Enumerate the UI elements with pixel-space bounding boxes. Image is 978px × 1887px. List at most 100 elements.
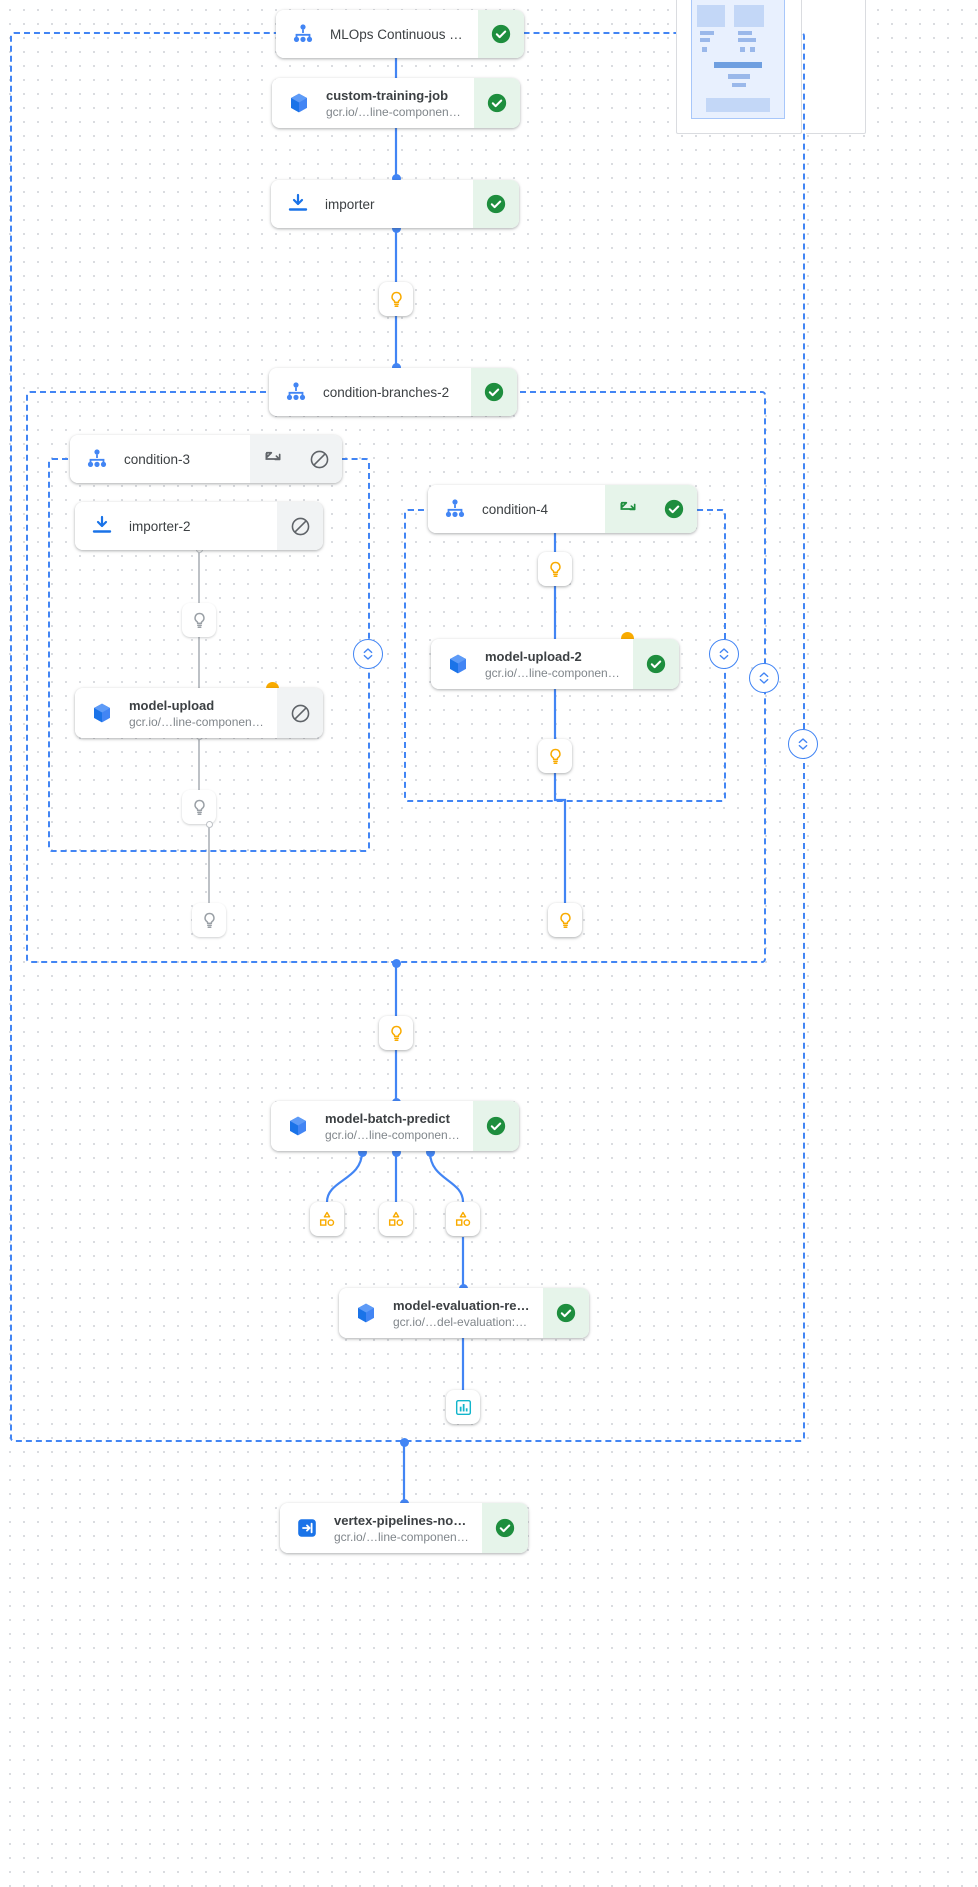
dataset-chip[interactable]: [446, 1202, 480, 1236]
node-title: condition-3: [124, 451, 191, 467]
artifact-chip[interactable]: [538, 552, 572, 586]
node-body[interactable]: importer-2: [75, 502, 277, 550]
node-condition-4[interactable]: condition-4: [428, 485, 697, 533]
node-title: model-upload-2: [485, 648, 582, 664]
minimap-block: [702, 47, 707, 52]
node-subtitle: gcr.io/…line-components:2.6.0: [334, 1529, 470, 1544]
node-body[interactable]: custom-training-job gcr.io/…line-compone…: [272, 78, 474, 128]
node-title: model-batch-predict: [325, 1110, 450, 1126]
node-subtitle: gcr.io/…line-components:2.6.0: [485, 665, 621, 680]
collapse-toggle-condition-3[interactable]: [353, 639, 383, 669]
status-badge-succeeded[interactable]: [543, 1288, 589, 1338]
node-body[interactable]: model-upload-2 gcr.io/…line-components:2…: [431, 639, 633, 689]
artifact-bulb-icon: [390, 1025, 402, 1041]
node-root-pipeline[interactable]: MLOps Continuous Traini…: [276, 10, 524, 58]
metrics-chip[interactable]: [446, 1390, 480, 1424]
node-condition-branches-2[interactable]: condition-branches-2: [269, 368, 517, 416]
artifact-bulb-icon: [203, 912, 215, 928]
node-body[interactable]: model-upload gcr.io/…line-components:2.6…: [75, 688, 277, 738]
status-badge-blocked[interactable]: [296, 435, 342, 483]
node-vertex-pipelines-notification[interactable]: vertex-pipelines-notificat… gcr.io/…line…: [280, 1503, 528, 1553]
minimap-block: [700, 38, 710, 42]
node-body[interactable]: condition-3: [70, 435, 250, 483]
status-badge-blocked[interactable]: [277, 688, 323, 738]
minimap-viewport[interactable]: [691, 0, 785, 119]
artifact-chip[interactable]: [379, 1016, 413, 1050]
node-title: condition-branches-2: [323, 384, 450, 400]
node-importer[interactable]: importer: [271, 180, 519, 228]
minimap-block: [697, 5, 725, 27]
minimap-block: [714, 62, 762, 68]
node-body[interactable]: model-batch-predict gcr.io/…line-compone…: [271, 1101, 473, 1151]
pipeline-icon: [283, 379, 309, 405]
node-title: model-upload: [129, 697, 215, 713]
node-body[interactable]: condition-4: [428, 485, 605, 533]
minimap-block: [732, 83, 746, 87]
artifact-chip[interactable]: [538, 739, 572, 773]
edge-dot: [392, 363, 401, 372]
artifact-bulb-icon: [193, 612, 205, 628]
collapse-toggle-root[interactable]: [788, 729, 818, 759]
edge-dot: [358, 1148, 367, 1157]
minimap-block: [738, 31, 752, 35]
node-body[interactable]: importer: [271, 180, 473, 228]
dataset-icon: [319, 1211, 335, 1226]
dataset-chip[interactable]: [379, 1202, 413, 1236]
status-badge-succeeded[interactable]: [633, 639, 679, 689]
branch-indicator[interactable]: [250, 435, 296, 483]
node-model-upload-2[interactable]: model-upload-2 gcr.io/…line-components:2…: [431, 639, 679, 689]
artifact-chip[interactable]: [379, 282, 413, 316]
node-subtitle: gcr.io/…del-evaluation:v0.9.3: [393, 1314, 531, 1329]
node-model-evaluation-regression[interactable]: model-evaluation-regres… gcr.io/…del-eva…: [339, 1288, 589, 1338]
node-title: importer: [325, 196, 375, 212]
graph-minimap[interactable]: [676, 0, 802, 134]
minimap-block: [700, 31, 714, 35]
dataset-chip[interactable]: [310, 1202, 344, 1236]
node-model-upload[interactable]: model-upload gcr.io/…line-components:2.6…: [75, 688, 323, 738]
node-custom-training-job[interactable]: custom-training-job gcr.io/…line-compone…: [272, 78, 520, 128]
node-model-batch-predict[interactable]: model-batch-predict gcr.io/…line-compone…: [271, 1101, 519, 1151]
container-icon: [445, 651, 471, 677]
node-body[interactable]: vertex-pipelines-notificat… gcr.io/…line…: [280, 1503, 482, 1553]
node-importer-2[interactable]: importer-2: [75, 502, 323, 550]
artifact-chip[interactable]: [182, 790, 216, 824]
node-body[interactable]: model-evaluation-regres… gcr.io/…del-eva…: [339, 1288, 543, 1338]
edge-dot: [400, 1438, 409, 1447]
edge-dot: [392, 224, 401, 233]
chevron-collapse-icon: [719, 648, 729, 660]
artifact-bulb-icon: [549, 561, 561, 577]
container-icon: [286, 90, 312, 116]
container-icon: [89, 700, 115, 726]
minimap-block: [706, 98, 770, 112]
status-badge-succeeded[interactable]: [651, 485, 697, 533]
status-badge-succeeded[interactable]: [473, 1101, 519, 1151]
artifact-chip[interactable]: [192, 903, 226, 937]
collapse-toggle-condition-4[interactable]: [709, 639, 739, 669]
node-body[interactable]: condition-branches-2: [269, 368, 471, 416]
node-title: vertex-pipelines-notificat…: [334, 1512, 470, 1528]
chevron-collapse-icon: [798, 738, 808, 750]
collapse-toggle-condition-branches-2[interactable]: [749, 663, 779, 693]
status-badge-succeeded[interactable]: [478, 10, 524, 58]
status-badge-blocked[interactable]: [277, 502, 323, 550]
importer-icon: [89, 513, 115, 539]
branch-indicator[interactable]: [605, 485, 651, 533]
status-badge-succeeded[interactable]: [482, 1503, 528, 1553]
pipeline-icon: [442, 496, 468, 522]
status-badge-succeeded[interactable]: [471, 368, 517, 416]
status-badge-succeeded[interactable]: [473, 180, 519, 228]
minimap-block: [738, 38, 756, 42]
minimap-block: [750, 47, 755, 52]
edge-dot: [392, 174, 401, 183]
node-body[interactable]: MLOps Continuous Traini…: [276, 10, 478, 58]
node-condition-3[interactable]: condition-3: [70, 435, 342, 483]
dataset-icon: [455, 1211, 471, 1226]
artifact-chip[interactable]: [182, 603, 216, 637]
container-icon: [353, 1300, 379, 1326]
pipeline-icon: [290, 21, 316, 47]
status-badge-succeeded[interactable]: [474, 78, 520, 128]
artifact-chip[interactable]: [548, 903, 582, 937]
exit-handler-icon: [294, 1515, 320, 1541]
container-icon: [285, 1113, 311, 1139]
